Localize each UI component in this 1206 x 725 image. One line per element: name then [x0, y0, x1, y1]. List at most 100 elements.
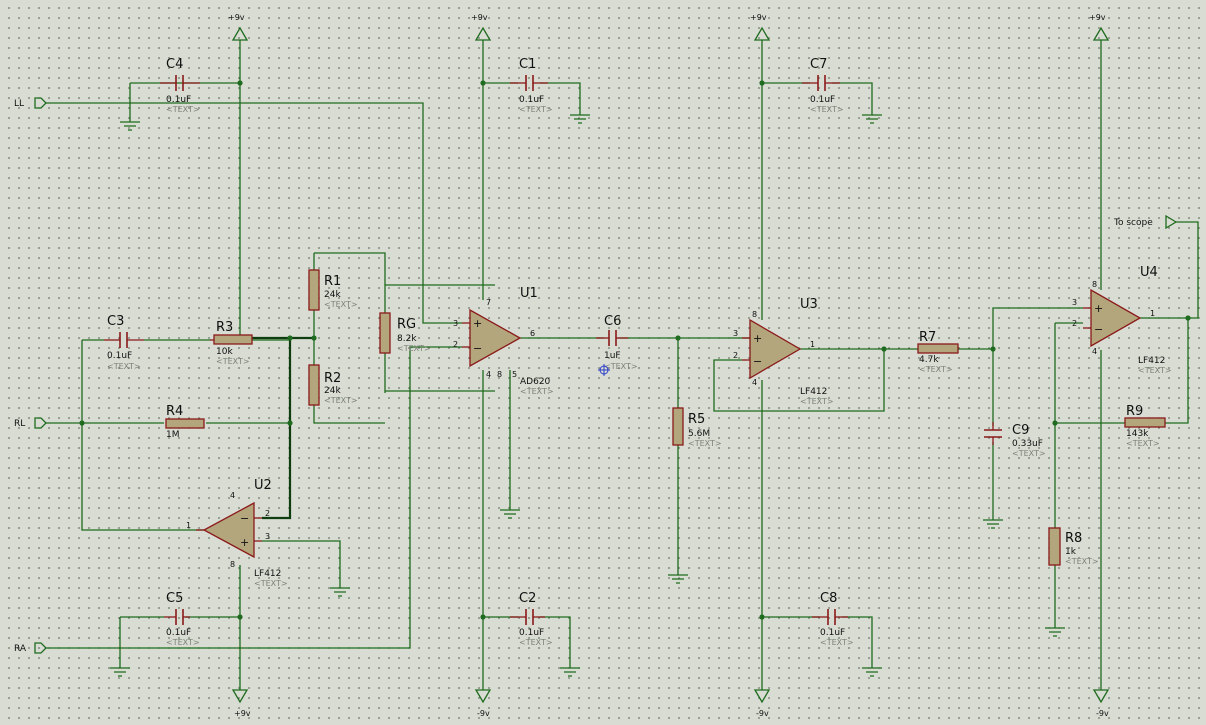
capacitor-c2[interactable]: C2 0.1uF <TEXT> [510, 591, 553, 647]
r9-ref: R9 [1126, 404, 1143, 419]
u2-pin-8: 8 [230, 560, 235, 569]
r8-ref: R8 [1065, 531, 1082, 546]
resistor-r4[interactable]: R4 1M [165, 404, 205, 440]
c6-text: <TEXT> [604, 362, 638, 371]
resistor-r9[interactable]: R9 143k <TEXT> [1124, 404, 1166, 448]
opamp-u2[interactable]: − + 2 3 1 4 8 U2 LF412 <TEXT> [186, 478, 288, 588]
u1-text: <TEXT> [520, 387, 554, 396]
c5-ref: C5 [166, 591, 183, 606]
resistor-r7[interactable]: R7 4.7k <TEXT> [917, 330, 959, 374]
power-label-neg-1: -9v [477, 709, 490, 718]
r1-ref: R1 [324, 274, 341, 289]
c4-value: 0.1uF [166, 95, 191, 105]
r2-text: <TEXT> [324, 396, 358, 405]
ll-label: LL [14, 99, 24, 109]
power-label-neg-2: -9v [756, 709, 769, 718]
r9-value: 143k [1126, 429, 1149, 439]
u4-text: <TEXT> [1138, 366, 1172, 375]
u4-ref: U4 [1140, 265, 1158, 280]
u3-minus: − [753, 355, 762, 368]
power-label-pos-1: +9v [228, 13, 245, 22]
to-scope-label: To scope [1113, 218, 1153, 228]
u4-pin-3: 3 [1072, 298, 1077, 307]
r1-text: <TEXT> [324, 300, 358, 309]
r3-ref: R3 [216, 320, 233, 335]
r5-value: 5.6M [688, 429, 710, 439]
r4-value: 1M [166, 430, 180, 440]
c5-text: <TEXT> [166, 638, 200, 647]
resistor-rg[interactable]: RG 8.2k <TEXT> [379, 312, 431, 354]
opamp-u4[interactable]: + − 3 2 1 8 4 U4 LF412 <TEXT> [1072, 265, 1172, 375]
rl-label: RL [14, 419, 25, 429]
u3-text: <TEXT> [800, 397, 834, 406]
u3-ref: U3 [800, 297, 818, 312]
resistor-r8[interactable]: R8 1k <TEXT> [1048, 527, 1099, 566]
c8-ref: C8 [820, 591, 837, 606]
u2-plus: + [240, 536, 249, 549]
power-label-pos-3: +9v [750, 13, 767, 22]
rl-terminal [34, 417, 47, 429]
c7-value: 0.1uF [810, 95, 835, 105]
c9-text: <TEXT> [1012, 449, 1046, 458]
u4-pin-8: 8 [1092, 280, 1097, 289]
r2-value: 24k [324, 386, 341, 396]
capacitor-c9[interactable]: C9 0.33uF <TEXT> [984, 422, 1046, 458]
u1-pin-5: 5 [512, 370, 517, 379]
r8-text: <TEXT> [1065, 557, 1099, 566]
junctions [79, 80, 1191, 620]
r4-ref: R4 [166, 404, 183, 419]
capacitor-c4[interactable]: C4 0.1uF <TEXT> [160, 57, 200, 114]
capacitor-c1[interactable]: C1 0.1uF <TEXT> [510, 57, 553, 114]
power-terminals: +9v +9v +9v +9v +9v -9v -9v -9v [228, 13, 1110, 718]
resistor-r3[interactable]: R3 10k <TEXT> [210, 320, 253, 366]
c2-text: <TEXT> [519, 638, 553, 647]
r5-text: <TEXT> [688, 439, 722, 448]
c8-text: <TEXT> [820, 638, 854, 647]
u4-pin-4: 4 [1092, 347, 1097, 356]
signal-terminals: LL RL RA To scope [14, 97, 1178, 654]
u2-ref: U2 [254, 478, 272, 493]
c1-ref: C1 [519, 57, 536, 72]
power-label-neg-3: -9v [1096, 709, 1109, 718]
r8-value: 1k [1065, 547, 1077, 557]
rg-text: <TEXT> [397, 344, 431, 353]
r7-ref: R7 [919, 330, 936, 345]
u1-minus: − [473, 342, 482, 355]
capacitor-c6[interactable]: C6 1uF <TEXT> [596, 314, 638, 371]
capacitor-c7[interactable]: C7 0.1uF <TEXT> [802, 57, 844, 114]
resistor-r5[interactable]: R5 5.6M <TEXT> [672, 407, 722, 448]
capacitor-c3[interactable]: C3 0.1uF <TEXT> [104, 314, 144, 371]
c1-value: 0.1uF [519, 95, 544, 105]
ra-label: RA [14, 644, 27, 654]
resistor-r1[interactable]: R1 24k <TEXT> [308, 269, 358, 311]
capacitor-c8[interactable]: C8 0.1uF <TEXT> [812, 591, 854, 647]
u1-part: AD620 [520, 377, 551, 387]
c3-value: 0.1uF [107, 351, 132, 361]
opamp-u1[interactable]: + − 3 2 6 7 4 8 5 U1 AD620 <TEXT> [453, 286, 554, 396]
r9-text: <TEXT> [1126, 439, 1160, 448]
c1-text: <TEXT> [519, 105, 553, 114]
c7-ref: C7 [810, 57, 827, 72]
u4-minus: − [1094, 323, 1103, 336]
u2-text: <TEXT> [254, 579, 288, 588]
u1-pin-6: 6 [530, 329, 535, 338]
u3-pin-3: 3 [733, 329, 738, 338]
resistor-r2[interactable]: R2 24k <TEXT> [308, 364, 358, 406]
u1-pin-8: 8 [497, 370, 502, 379]
u4-part: LF412 [1138, 356, 1165, 366]
opamp-u3[interactable]: + − 3 2 1 8 4 U3 LF412 <TEXT> [733, 297, 834, 406]
capacitor-c5[interactable]: C5 0.1uF <TEXT> [164, 591, 200, 647]
r3-text: <TEXT> [216, 357, 250, 366]
u3-part: LF412 [800, 387, 827, 397]
c2-value: 0.1uF [519, 628, 544, 638]
u2-pin-1: 1 [186, 521, 191, 530]
u1-pin-2: 2 [453, 340, 458, 349]
rg-value: 8.2k [397, 334, 417, 344]
r1-value: 24k [324, 290, 341, 300]
u1-pin-4: 4 [486, 370, 491, 379]
c6-ref: C6 [604, 314, 621, 329]
ra-terminal [34, 642, 47, 654]
c8-value: 0.1uF [820, 628, 845, 638]
u3-pin-2: 2 [733, 351, 738, 360]
